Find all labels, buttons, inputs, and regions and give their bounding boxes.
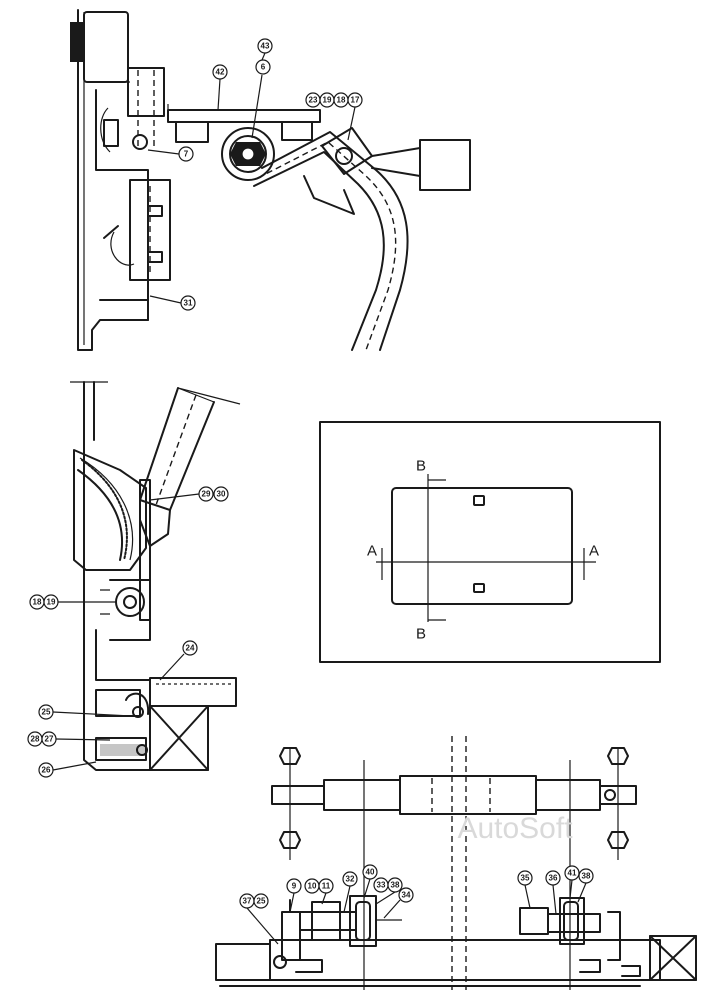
callout-9: 9 [286,878,302,913]
svg-text:19: 19 [323,96,332,105]
callout-38-left: 38 [375,877,403,905]
svg-text:18: 18 [337,96,346,105]
callout-19: 19 [319,92,335,108]
svg-text:30: 30 [217,490,226,499]
side-view-callouts: 29 30 18 19 24 25 28 [27,486,229,778]
callout-19-side: 19 [43,594,116,610]
callout-32: 32 [342,871,358,913]
section-label-a-left: A [367,543,377,560]
svg-text:42: 42 [216,68,225,77]
callout-30: 30 [213,486,229,502]
svg-text:23: 23 [309,96,318,105]
svg-text:18: 18 [33,598,42,607]
inset-plate [391,487,573,605]
callout-41: 41 [564,865,580,899]
side-view [70,381,241,771]
svg-text:34: 34 [402,891,411,900]
top-view [70,9,471,351]
callout-40: 40 [362,864,378,899]
section-label-b-top: B [416,458,426,475]
callout-38-right: 38 [577,868,594,903]
callout-18-side: 18 [29,594,45,610]
bottom-view-callouts: 37 25 9 10 11 32 40 [239,864,594,945]
svg-text:25: 25 [42,708,51,717]
svg-text:28: 28 [31,735,40,744]
callout-43: 43 [257,38,273,61]
callout-24: 24 [159,640,198,681]
bottom-view [215,736,697,990]
svg-text:19: 19 [47,598,56,607]
callout-35: 35 [517,870,533,909]
callout-18: 18 [333,92,349,108]
svg-text:43: 43 [261,42,270,51]
callout-27: 27 [41,731,111,747]
callout-17: 17 [347,92,363,141]
svg-text:37: 37 [243,897,252,906]
svg-text:32: 32 [346,875,355,884]
callout-6: 6 [251,59,271,139]
svg-text:29: 29 [202,490,211,499]
svg-text:11: 11 [322,882,331,891]
callout-7: 7 [147,146,194,162]
svg-text:33: 33 [377,881,386,890]
svg-text:26: 26 [42,766,51,775]
svg-text:9: 9 [292,882,297,891]
callout-25-bottom: 25 [253,893,269,909]
callout-23: 23 [305,92,321,108]
section-inset: B B A A [319,421,661,663]
section-label-a-right: A [589,543,599,560]
svg-text:27: 27 [45,735,54,744]
callout-34: 34 [383,887,414,919]
callout-42: 42 [212,64,228,111]
svg-text:38: 38 [582,872,591,881]
svg-text:7: 7 [184,150,189,159]
svg-text:6: 6 [261,63,266,72]
top-view-callouts: 43 6 42 23 19 18 17 [147,38,363,311]
callout-25-side: 25 [38,704,133,720]
callout-26: 26 [38,761,97,778]
callout-29: 29 [149,486,214,502]
watermark: AutoSoft [457,812,573,845]
svg-text:38: 38 [391,881,400,890]
svg-text:40: 40 [366,868,375,877]
callout-33: 33 [373,877,389,893]
svg-text:31: 31 [184,299,193,308]
svg-text:24: 24 [186,644,195,653]
svg-text:25: 25 [257,897,266,906]
svg-text:41: 41 [568,869,577,878]
callout-36: 36 [545,870,561,915]
svg-text:36: 36 [549,874,558,883]
callout-28: 28 [27,731,43,747]
inset-frame [319,421,661,663]
svg-text:17: 17 [351,96,360,105]
section-label-b-bottom: B [416,626,426,643]
svg-text:35: 35 [521,874,530,883]
callout-10: 10 [304,878,320,894]
svg-text:10: 10 [308,882,317,891]
callout-11: 11 [318,878,334,905]
callout-31: 31 [149,295,196,311]
